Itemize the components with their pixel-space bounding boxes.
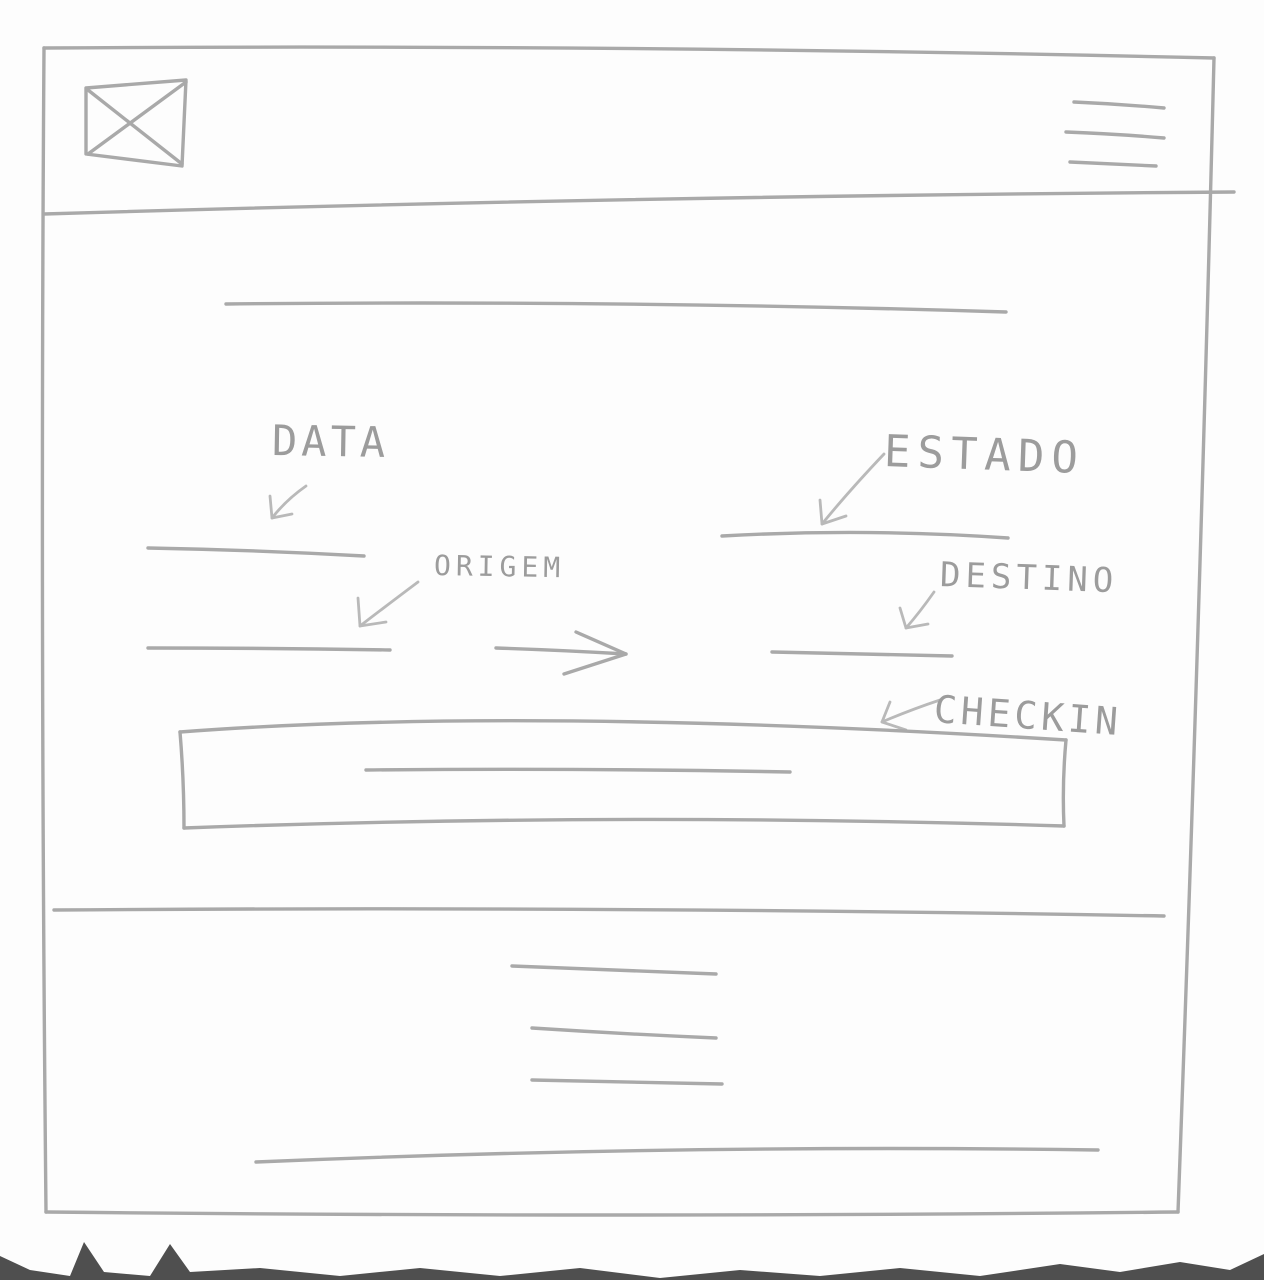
menu-icon bbox=[1064, 100, 1166, 168]
origem-label: ORIGEM bbox=[433, 549, 566, 585]
footer-copyright-line bbox=[254, 1146, 1100, 1164]
checkin-button-outline bbox=[178, 719, 1068, 830]
estado-label: ESTADO bbox=[883, 426, 1086, 484]
torn-paper-edge bbox=[0, 1242, 1264, 1280]
logo-placeholder-icon bbox=[84, 78, 188, 168]
footer-link-line-1 bbox=[510, 964, 718, 976]
origem-pointer-arrow bbox=[356, 580, 420, 628]
data-input[interactable] bbox=[142, 525, 372, 569]
device-frame bbox=[40, 45, 1216, 1217]
route-arrow-icon bbox=[494, 630, 628, 676]
destino-pointer-arrow bbox=[898, 590, 936, 630]
checkin-pointer-arrow bbox=[880, 698, 942, 732]
footer-divider bbox=[52, 907, 1166, 918]
destino-field-line bbox=[770, 650, 954, 658]
footer-link-2[interactable] bbox=[526, 1012, 726, 1052]
estado-field-line bbox=[720, 530, 1010, 540]
footer-link-1[interactable] bbox=[506, 948, 726, 988]
page-title bbox=[224, 301, 1008, 314]
header-divider bbox=[42, 190, 1236, 216]
logo-button[interactable] bbox=[84, 80, 188, 168]
origem-field-line bbox=[146, 646, 392, 652]
origem-input[interactable] bbox=[142, 625, 397, 669]
data-pointer-arrow bbox=[268, 484, 308, 520]
data-label: DATA bbox=[271, 416, 390, 468]
checkin-button[interactable] bbox=[178, 722, 1070, 832]
estado-pointer-arrow bbox=[818, 452, 886, 526]
estado-input[interactable] bbox=[716, 505, 1016, 549]
destino-input[interactable] bbox=[766, 628, 958, 672]
menu-button[interactable] bbox=[1060, 92, 1172, 174]
data-field-line bbox=[146, 546, 366, 558]
footer-link-line-2 bbox=[530, 1026, 718, 1040]
destino-label: DESTINO bbox=[939, 555, 1119, 602]
footer-link-line-3 bbox=[530, 1078, 724, 1086]
footer-link-3[interactable] bbox=[526, 1060, 730, 1100]
